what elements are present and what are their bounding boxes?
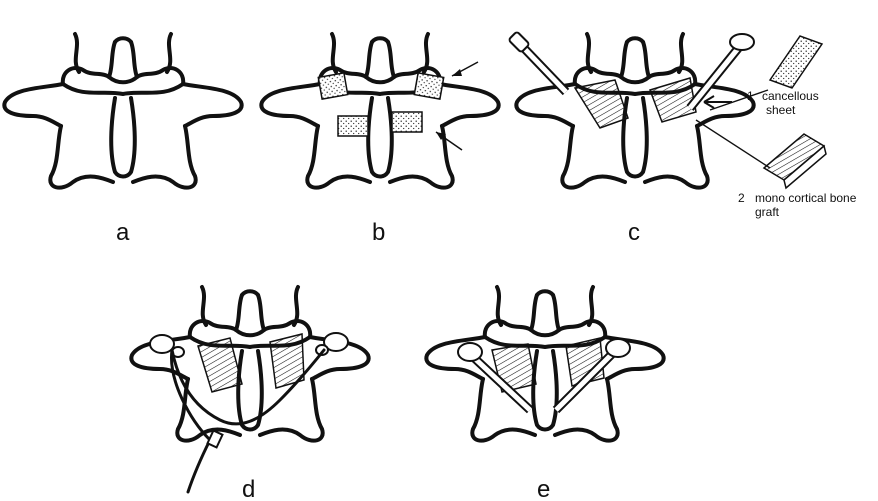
- legend-2-line1: mono cortical bone: [755, 191, 857, 205]
- panel-d-label: d: [242, 476, 255, 501]
- panel-a: a: [4, 34, 241, 246]
- legend-1-line2: sheet: [766, 103, 796, 117]
- panel-a-label: a: [116, 219, 130, 246]
- leader-line-2: [696, 120, 770, 168]
- hatched-graft-right: [650, 78, 696, 122]
- wire-twist: [208, 431, 223, 448]
- legend-2-line2: graft: [755, 205, 780, 219]
- arrow-upper-head: [452, 69, 462, 76]
- cancellous-graft-lower-right: [392, 112, 422, 132]
- panel-e-label: e: [537, 476, 550, 501]
- cancellous-graft-lower-left: [338, 116, 368, 136]
- arrow-to-graft: [704, 96, 732, 108]
- screw-right: [690, 34, 754, 108]
- cancellous-sheet-specimen: [770, 36, 822, 88]
- hatched-graft-left: [575, 80, 628, 128]
- screw-left: [508, 31, 566, 92]
- legend-1-line1: cancellous: [762, 89, 819, 103]
- panel-b-label: b: [372, 219, 385, 246]
- cortical-bone-graft-specimen: [764, 134, 826, 188]
- panel-e: e: [426, 287, 663, 501]
- panel-d: d: [131, 287, 368, 501]
- legend-1-number: 1: [747, 89, 754, 103]
- legend-2-number: 2: [738, 191, 745, 205]
- cancellous-graft-upper-right: [414, 73, 443, 99]
- cancellous-graft-upper-left: [318, 73, 347, 99]
- panel-b: b: [261, 34, 498, 246]
- panel-c-label: c: [628, 219, 640, 246]
- panel-c: 1 cancellous sheet 2 mono cortical bone …: [508, 31, 856, 246]
